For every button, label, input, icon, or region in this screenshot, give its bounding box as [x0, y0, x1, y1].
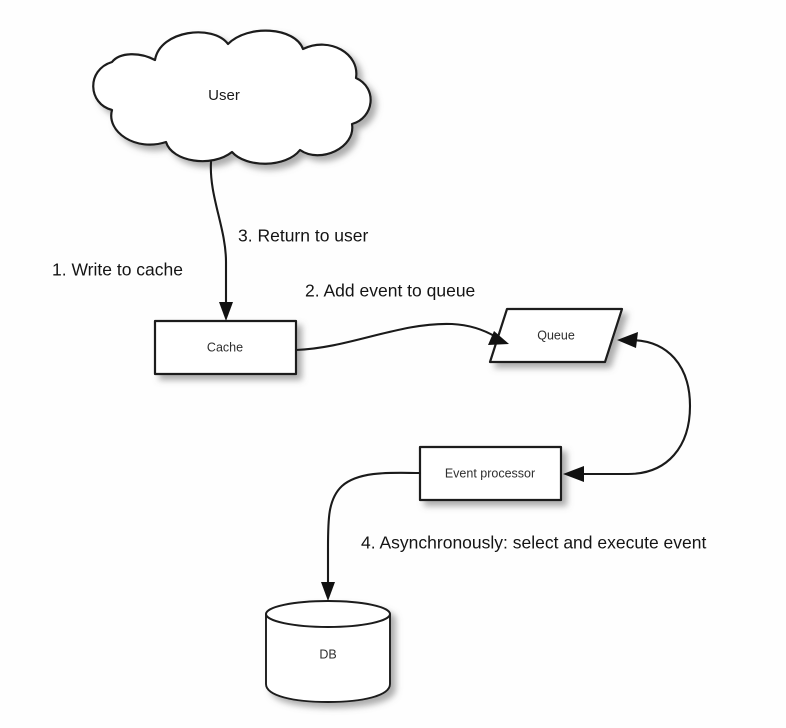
- node-user-label: User: [208, 87, 240, 104]
- edge-cache-to-queue: [294, 322, 509, 352]
- edge-event-processor-to-db: [321, 471, 422, 601]
- db-cylinder-top: [265, 600, 391, 628]
- node-cache-label: Cache: [207, 340, 243, 354]
- node-event-processor[interactable]: Event processor: [418, 445, 563, 502]
- step-label-3: 3. Return to user: [238, 226, 369, 246]
- edge-cache-to-queue-arrowhead: [488, 331, 509, 345]
- event-processor-rect: [418, 445, 563, 502]
- node-queue-label: Queue: [537, 328, 575, 342]
- step-label-1: 1. Write to cache: [52, 260, 183, 280]
- node-db-label: DB: [319, 647, 336, 661]
- edge-queue-event-processor-loop: [563, 332, 692, 482]
- db-cylinder-body: [265, 613, 391, 703]
- edge-queue-event-processor-path: [574, 338, 692, 476]
- edge-event-processor-to-db-arrowhead: [321, 582, 335, 601]
- edge-event-processor-to-db-path: [326, 471, 422, 592]
- edge-user-to-cache-path: [209, 160, 228, 312]
- edge-loop-arrowhead-to-processor: [563, 466, 584, 482]
- step-label-2: 2. Add event to queue: [305, 281, 475, 301]
- node-db[interactable]: DB: [265, 600, 391, 703]
- cloud-shape: [92, 29, 372, 165]
- step-label-4: 4. Asynchronously: select and execute ev…: [361, 533, 706, 553]
- edge-loop-arrowhead-to-queue: [617, 332, 638, 348]
- edge-user-to-cache-arrowhead: [219, 302, 233, 321]
- node-queue[interactable]: Queue: [488, 307, 624, 364]
- edge-cache-to-queue-path: [294, 322, 498, 352]
- node-event-processor-label: Event processor: [445, 466, 535, 480]
- edge-user-to-cache: [209, 160, 233, 321]
- cache-rect: [153, 319, 298, 376]
- node-cache[interactable]: Cache: [153, 319, 298, 376]
- node-user[interactable]: User: [92, 29, 372, 165]
